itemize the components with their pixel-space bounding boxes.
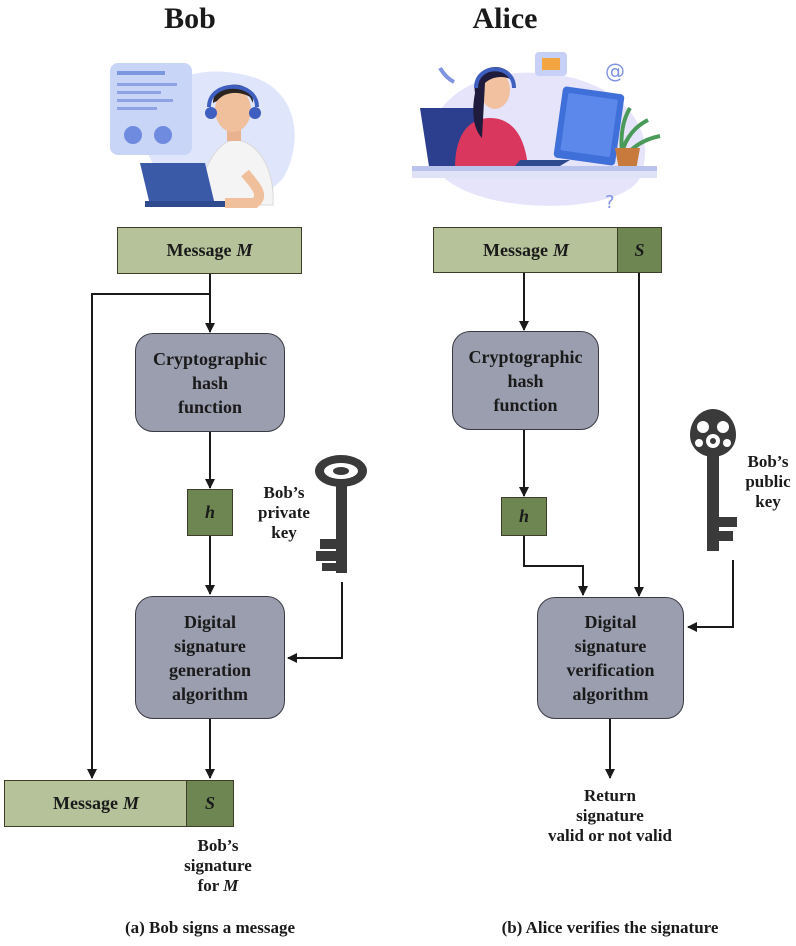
box-line: hash — [191, 372, 229, 393]
private-key-icon — [315, 455, 367, 573]
alice-signature-box: S — [617, 227, 662, 273]
bob-signature-note: Bob’s signature for M — [174, 836, 262, 896]
message-label: Message — [166, 240, 232, 260]
label-line: public — [745, 472, 791, 491]
box-line: Cryptographic — [153, 348, 267, 369]
label-line: Bob’s — [747, 452, 789, 471]
box-line: function — [177, 396, 242, 417]
alice-support-agent-illustration: @ ? — [412, 52, 661, 213]
label-line: for M — [197, 876, 239, 895]
svg-text:@: @ — [605, 59, 625, 83]
box-line: algorithm — [171, 683, 248, 704]
bob-hash-value-box: h — [187, 489, 233, 536]
box-line: hash — [507, 370, 544, 391]
label-line: signature — [184, 856, 252, 875]
box-line: signature — [174, 635, 246, 656]
message-label: Message — [483, 239, 548, 260]
private-key-label: Bob’s private key — [248, 483, 320, 543]
message-variable: M — [552, 239, 569, 260]
box-line: Cryptographic — [468, 346, 583, 367]
label-line: key — [271, 523, 297, 542]
alice-title: Alice — [472, 2, 538, 35]
label-line: Bob’s — [263, 483, 305, 502]
label-line: Return — [584, 786, 636, 805]
box-line: generation — [169, 659, 251, 680]
signature-generation-algorithm-box: Digital signature generation algorithm — [135, 596, 285, 719]
svg-text:?: ? — [605, 192, 615, 213]
public-key-icon — [690, 409, 737, 551]
box-line: Digital — [584, 612, 637, 632]
label-line: key — [755, 492, 781, 511]
message-variable: M — [236, 240, 253, 260]
box-line: verification — [566, 660, 655, 680]
return-result-note: Return signature valid or not valid — [530, 786, 690, 846]
signature-verification-algorithm-box: Digital signature verification algorithm — [537, 597, 684, 719]
caption-b: (b) Alice verifies the signature — [501, 918, 719, 937]
box-line: signature — [574, 636, 647, 656]
label-line: Bob’s — [197, 836, 239, 855]
box-line: function — [493, 394, 558, 415]
box-line: Digital — [183, 611, 236, 632]
message-variable: M — [122, 793, 139, 813]
bob-signature-box: S — [186, 780, 234, 827]
label-line: valid or not valid — [548, 826, 672, 845]
label-line: signature — [576, 806, 644, 825]
message-label: Message — [53, 793, 118, 813]
bob-hash-function-box: Cryptographic hash function — [135, 333, 285, 432]
alice-hash-function-box: Cryptographic hash function — [452, 331, 599, 430]
public-key-label: Bob’s public key — [740, 452, 796, 512]
label-line: private — [258, 503, 310, 522]
box-line: algorithm — [572, 684, 649, 704]
alice-hash-value-box: h — [501, 497, 547, 536]
caption-a: (a) Bob signs a message — [124, 918, 295, 937]
bob-support-agent-illustration — [110, 63, 295, 208]
bob-title: Bob — [164, 2, 216, 35]
